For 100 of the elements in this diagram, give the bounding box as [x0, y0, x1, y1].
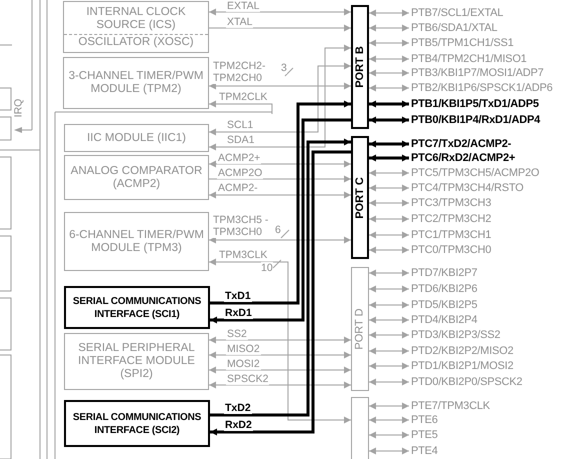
pin-label: PTB0/KBI1P4/RxD1/ADP4: [411, 113, 540, 127]
pin-label: PTC1/TPM3CH1: [411, 228, 492, 242]
pin-arrow: [368, 432, 410, 438]
module-box: [64, 333, 209, 390]
bus-width-label: 6: [275, 224, 281, 236]
module-label: SERIAL COMMUNICATIONS INTERFACE (SCI2): [72, 410, 202, 436]
port-box: [351, 5, 369, 129]
signal-line: [208, 176, 352, 182]
signal-label: TPM2CH2- TPM2CH0: [212, 60, 268, 84]
pin-label: PTB5/TPM1CH1/SS1: [411, 36, 514, 50]
module-label: OSCILLATOR (XOSC): [77, 36, 195, 48]
pin-label: PTC7/TxD2/ACMP2-: [411, 137, 512, 151]
pin-label: PTC5/TPM3CH5/ACMP2O: [411, 166, 540, 180]
module-label: 3-CHANNEL TIMER/PWM MODULE (TPM2): [68, 70, 204, 96]
pin-label: PTE4: [411, 444, 438, 458]
pin-label: PTB4/TPM2CH1/MISO1: [411, 52, 527, 66]
pin-label: PTB3/KBI1P7/MOSI1/ADP7: [411, 66, 544, 80]
signal-line: [208, 236, 352, 244]
pin-arrow: [368, 448, 410, 454]
signal-label: SPSCK2: [226, 373, 270, 385]
signal-line: [208, 8, 352, 16]
pin-label: PTD5/KBI2P5: [411, 298, 478, 312]
port-box: [351, 267, 369, 391]
pin-arrow: [368, 316, 410, 324]
signal-line: [208, 352, 352, 358]
pin-arrow: [368, 56, 410, 62]
pin-arrow: [369, 140, 409, 148]
pin-arrow: [368, 84, 410, 92]
bus-width-label: 3: [281, 62, 287, 74]
signal-line: [208, 192, 352, 198]
module-box: [63, 57, 209, 109]
signal-line: [208, 366, 352, 374]
signal-line: [210, 100, 351, 304]
signal-label: TxD2: [224, 402, 252, 414]
signal-line: [208, 100, 272, 114]
signal-label: XTAL: [226, 16, 254, 28]
pin-label: PTE7/TPM3CLK: [411, 399, 490, 413]
pin-label: PTC2/TPM3CH2: [411, 212, 492, 226]
signal-label: SCL1: [226, 119, 254, 131]
signal-line: [208, 160, 352, 168]
signal-line: [208, 382, 352, 388]
pin-label: PTB7/SCL1/EXTAL: [411, 6, 504, 20]
pin-arrow: [368, 70, 410, 76]
pin-arrow: [368, 362, 410, 370]
signal-label: RxD1: [224, 307, 253, 319]
port-box: [351, 136, 369, 259]
module-box: [64, 155, 209, 200]
module-label: 6-CHANNEL TIMER/PWM MODULE (TPM3): [68, 228, 205, 254]
signal-label: SDA1: [226, 134, 256, 146]
signal-label: TxD1: [224, 290, 252, 302]
pin-label: PTB6/SDA1/XTAL: [411, 21, 498, 35]
signal-label: RxD2: [224, 419, 253, 431]
pin-arrow: [368, 332, 410, 338]
module-label: SERIAL COMMUNICATIONS INTERFACE (SCI1): [72, 294, 202, 320]
pin-arrow: [368, 184, 410, 192]
pin-arrow: [369, 116, 409, 124]
signal-label: ACMP2O: [217, 167, 264, 179]
pin-arrow: [368, 170, 410, 176]
pin-arrow: [369, 100, 409, 108]
bus-width-label: 10: [261, 262, 273, 274]
module-label: INTERNAL CLOCK SOURCE (ICS): [85, 6, 187, 32]
port-label: PORT D: [354, 308, 366, 350]
signal-line: [210, 118, 351, 324]
pin-label: PTD3/KBI2P3/SS2: [411, 328, 500, 342]
signal-label: IRQ: [12, 98, 24, 118]
pin-arrow: [368, 200, 410, 206]
pin-arrow: [368, 416, 410, 424]
pin-arrow: [368, 232, 410, 238]
pin-arrow: [368, 286, 410, 292]
signal-label: ACMP2-: [217, 182, 259, 194]
pin-arrow: [368, 402, 410, 410]
pin-label: PTC4/TPM3CH4/RSTO: [411, 181, 524, 195]
module-box: [64, 212, 209, 271]
pin-arrow: [368, 302, 410, 308]
signal-line: [208, 44, 352, 150]
pin-label: PTC6/RxD2/ACMP2+: [411, 151, 516, 165]
pin-label: PTB2/KBI1P6/SPSCK1/ADP6: [411, 81, 553, 95]
signal-line: [208, 24, 352, 32]
module-box: [64, 124, 209, 152]
signal-line: [208, 336, 352, 344]
pin-arrow: [368, 246, 410, 254]
pin-label: PTD0/KBI2P0/SPSCK2: [411, 375, 522, 389]
signal-label: MISO2: [226, 343, 261, 355]
pin-label: PTC0/TPM3CH0: [411, 243, 492, 257]
signal-line: [208, 62, 352, 136]
pin-arrow: [368, 348, 410, 354]
signal-label: SS2: [226, 328, 248, 340]
signal-label: TPM2CLK: [218, 91, 268, 103]
module-label: ANALOG COMPARATOR (ACMP2): [70, 164, 204, 190]
signal-line: [208, 82, 352, 90]
pin-arrow: [368, 10, 410, 16]
pin-arrow: [368, 270, 410, 276]
pin-arrow: [368, 40, 410, 46]
port-box: [351, 397, 369, 459]
signal-label: TPM3CLK: [218, 249, 268, 261]
pin-arrow: [368, 378, 410, 386]
pin-label: PTB1/KBI1P5/TxD1/ADP5: [411, 97, 539, 111]
pin-label: PTE6: [411, 413, 438, 427]
pin-label: PTC3/TPM3CH3: [411, 196, 492, 210]
module-label: IIC MODULE (IIC1): [86, 132, 188, 144]
